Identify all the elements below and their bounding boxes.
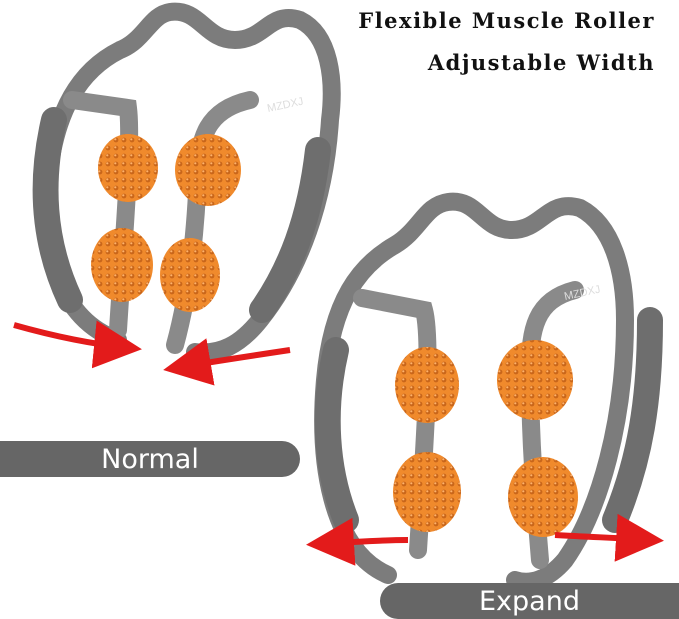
headline-line-2: Adjustable Width — [427, 50, 655, 75]
roller-ball — [91, 228, 153, 302]
roller-expand: MZDXJ — [306, 192, 664, 591]
brand-logo: MZDXJ — [266, 96, 304, 115]
arrow-left-in — [13, 320, 142, 369]
frame-grip-right — [602, 307, 663, 533]
arrow-right-in — [163, 338, 291, 386]
roller-ball — [98, 134, 158, 202]
frame-grip-right — [249, 137, 331, 323]
frame-grip-left — [32, 107, 83, 313]
roller-normal: MZDXJ — [13, 2, 341, 386]
arrow-right-out — [554, 513, 664, 562]
roller-ball — [393, 452, 461, 532]
roller-ball — [175, 134, 241, 206]
roller-ball — [497, 340, 573, 420]
label-expand: Expand — [380, 583, 679, 619]
frame-grip-left — [314, 337, 359, 533]
roller-ball — [395, 347, 459, 423]
arrow-left-out — [306, 517, 409, 566]
label-normal: Normal — [0, 441, 300, 477]
frame-outline — [314, 192, 635, 591]
roller-ball — [508, 457, 578, 537]
headline-line-1: Flexible Muscle Roller — [358, 8, 655, 33]
roller-ball — [160, 238, 220, 312]
